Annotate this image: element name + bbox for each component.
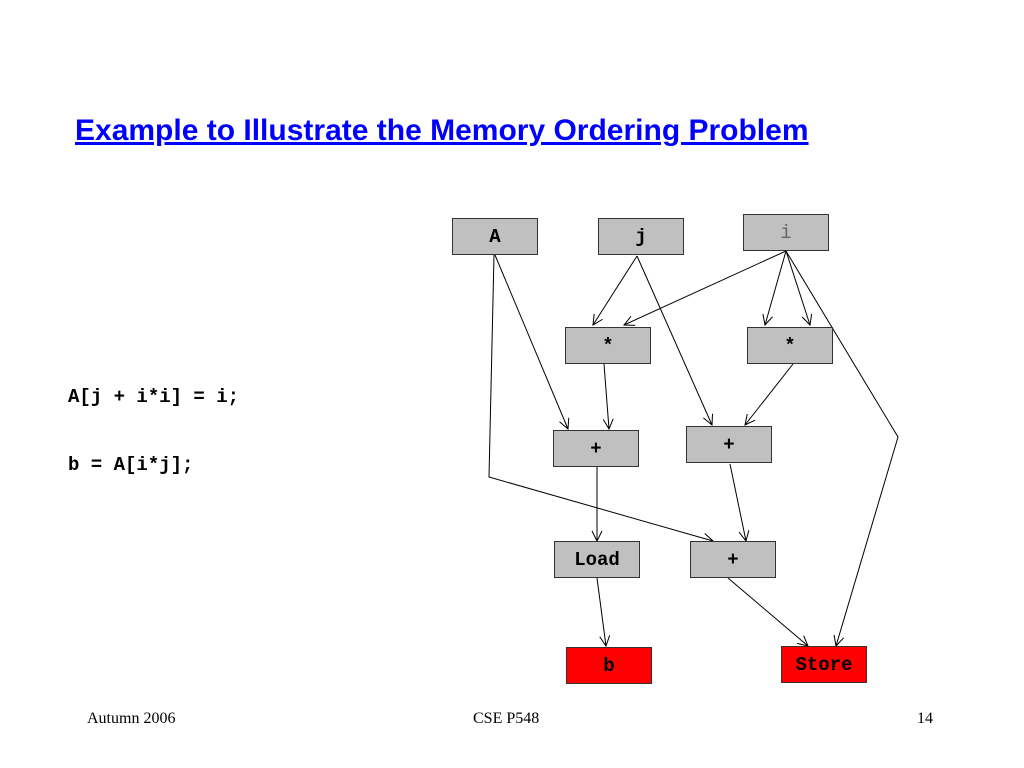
- footer-date: Autumn 2006: [87, 710, 176, 727]
- node-A: A: [452, 218, 538, 255]
- edge-load-to-b: [596, 577, 606, 646]
- node-add-bottom: +: [690, 541, 776, 578]
- edge-i-to-mul2-left: [765, 250, 787, 325]
- edge-j-to-mul1: [593, 255, 638, 325]
- footer-page-number: 14: [917, 710, 933, 727]
- node-i: i: [743, 214, 829, 251]
- slide-title: Example to Illustrate the Memory Orderin…: [75, 114, 809, 147]
- code-line-load: b = A[i*j];: [68, 454, 194, 476]
- node-b: b: [566, 647, 652, 684]
- node-add-left: +: [553, 430, 639, 467]
- edge-add3-to-store: [727, 577, 808, 646]
- edge-add2-to-add3: [729, 463, 746, 541]
- edge-i-to-store: [785, 250, 899, 646]
- edge-j-to-add2: [636, 255, 712, 425]
- edge-A-to-add3: [488, 254, 713, 541]
- code-line-store: A[j + i*i] = i;: [68, 386, 240, 408]
- edge-A-to-add1: [494, 254, 568, 429]
- node-multiply-right: *: [747, 327, 833, 364]
- footer-course: CSE P548: [473, 710, 540, 727]
- node-add-right: +: [686, 426, 772, 463]
- edge-i-to-mul2-right: [785, 250, 810, 325]
- edge-mul1-to-add1: [604, 363, 609, 429]
- node-load: Load: [554, 541, 640, 578]
- edge-i-to-mul1: [624, 250, 787, 325]
- node-store: Store: [781, 646, 867, 683]
- node-multiply-left: *: [565, 327, 651, 364]
- edge-mul2-to-add2: [745, 363, 794, 425]
- node-j: j: [598, 218, 684, 255]
